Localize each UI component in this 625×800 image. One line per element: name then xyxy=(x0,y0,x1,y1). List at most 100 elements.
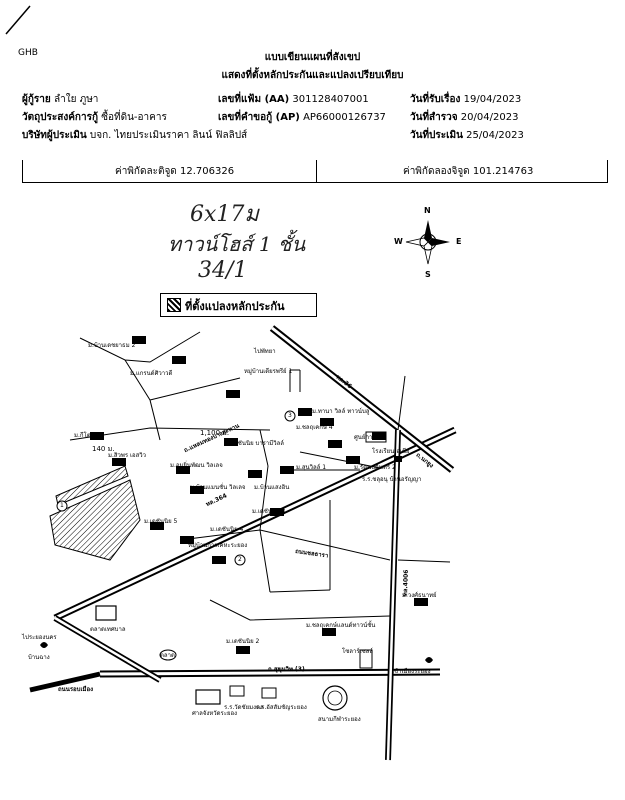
map-label-23: ไประยองนคร xyxy=(22,634,57,641)
distance-label-140: 140 ม. xyxy=(92,445,115,453)
map-label-13: ม.บ้านแมนชั่น วิลเลจ xyxy=(190,484,246,491)
tesco-icon xyxy=(159,649,177,661)
purpose-value: ซื้อที่ดิน-อาคาร xyxy=(101,112,167,123)
map-label-11: ม.สิวพร เอสวิว xyxy=(108,452,147,459)
map-label-1: ม.แกรนด์ศิวาวดี xyxy=(130,370,173,377)
applicant-label: ผู้กู้ราย xyxy=(22,94,51,105)
map-label-8: ม.รัตนบดินทร์ 2 xyxy=(354,464,396,471)
applicant-value: ลำใย ภูษา xyxy=(53,94,99,105)
map-label-26: โซลาร์เซลล์ xyxy=(342,648,374,655)
map-label-9: ร.ร.ชลุอนุ บ้านอรัญญา xyxy=(362,476,422,483)
collateral-strip xyxy=(55,465,129,506)
court-icon xyxy=(195,689,221,705)
request-no-value: AP66000126737 xyxy=(303,112,386,123)
coordinate-box: ค่าพิกัดละติจูด 12.706326 ค่าพิกัดลองจิจ… xyxy=(22,160,608,183)
legend-hatch-icon xyxy=(167,298,181,312)
purpose-label: วัตถุประสงค์การกู้ xyxy=(22,112,99,123)
marker-1-label: 1 xyxy=(60,502,64,509)
map-label-28: ศาลจังหวัดระยอง xyxy=(192,710,238,717)
purpose-row: วัตถุประสงค์การกู้ ซื้อที่ดิน-อาคาร xyxy=(22,110,167,125)
temple-school-icon xyxy=(261,687,277,699)
village-icon xyxy=(394,456,402,462)
file-no-label: เลขที่แฟ้ม (AA) xyxy=(218,94,290,105)
road-4006 xyxy=(385,429,401,761)
map-label-18: ม.เดชันนิย 4 xyxy=(210,526,244,533)
map-label-21: ม.ชลฤเคกษ์แลนด์ทาวน์ชั้น xyxy=(306,622,376,629)
coordinate-divider xyxy=(316,160,317,182)
handwritten-size: 6x17ม xyxy=(190,202,259,227)
municipal-market-icon xyxy=(95,605,117,621)
village-icon xyxy=(112,458,126,466)
handwritten-number: 34/1 xyxy=(198,258,248,283)
map-label-6: โรงเรียนเอเชีย xyxy=(372,448,410,455)
map-label-16: ม.เดชันนิย 3 xyxy=(252,508,286,515)
appraisal-value: 25/04/2023 xyxy=(466,130,524,141)
road-main-diagonal xyxy=(53,426,457,622)
request-no-row: เลขที่คำขอกู้ (AP) AP66000126737 xyxy=(218,110,386,125)
org-code: GHB xyxy=(18,48,38,58)
legend-label: ที่ตั้งแปลงหลักประกัน xyxy=(185,300,285,313)
longitude-label: ค่าพิกัดลองจิจูด xyxy=(403,166,470,177)
village-icon xyxy=(90,432,104,440)
map-label-3: ไปพัทยา xyxy=(254,348,276,355)
compass-icon xyxy=(405,220,450,265)
minor-roads xyxy=(69,331,451,621)
corner-mark xyxy=(5,5,31,35)
road-southwest xyxy=(29,615,162,693)
map-label-24: บ้านฉาง xyxy=(28,654,50,661)
road-tl36 xyxy=(269,325,455,473)
map-label-27: เข้าเมืองระยอง xyxy=(392,668,431,675)
village-icon xyxy=(212,556,226,564)
compass-s: S xyxy=(425,270,431,279)
request-no-label: เลขที่คำขอกู้ (AP) xyxy=(218,112,300,123)
village-icon xyxy=(270,508,284,516)
appraisal-label: วันที่ประเมิน xyxy=(410,130,463,141)
compass-rose: N S W E xyxy=(394,206,462,279)
village-icon xyxy=(236,646,250,654)
road-label-ringroad: ถนนรอบเมือง xyxy=(58,686,94,693)
village-icon xyxy=(280,466,294,474)
stadium-icon xyxy=(322,685,348,711)
map-label-0: ม.บ้านเดชยาธม 2 xyxy=(88,342,136,349)
appraiser-label: บริษัทผู้ประเมิน xyxy=(22,130,87,141)
compass-e: E xyxy=(456,237,462,246)
collateral-plot-area xyxy=(49,479,141,561)
map-label-31: สนามกีฬาระยอง xyxy=(318,716,361,723)
compass-w: W xyxy=(394,237,403,246)
map-label-25: ม.เดชันนิย 2 xyxy=(226,638,260,645)
legend: ที่ตั้งแปลงหลักประกัน xyxy=(160,293,317,317)
doc-title: แบบเขียนแผนที่สังเขป xyxy=(264,52,361,63)
village-icon xyxy=(224,438,238,446)
handwritten-type: ทาวน์โฮส์ 1 ชั้น xyxy=(168,232,306,256)
received-value: 19/04/2023 xyxy=(463,94,522,105)
distance-label-1100: 1,100 ม. xyxy=(200,429,230,437)
map-label-33: ศูนย์การค้า xyxy=(354,434,384,441)
map-label-5: ม.ชลฤเคกษ์ 4 xyxy=(296,424,333,431)
longitude-cell: ค่าพิกัดลองจิจูด 101.214763 xyxy=(403,164,533,179)
survey-value: 20/04/2023 xyxy=(460,112,519,123)
map-label-19: หมู่บ้านการเคหะระยอง xyxy=(188,542,248,549)
village-icon xyxy=(180,536,194,544)
map-label-17: ม.เดชันนิย 5 xyxy=(144,518,178,525)
marker-1 xyxy=(56,500,68,512)
map-label-7: ม.สุนวิลล์ 1 xyxy=(296,464,327,471)
latitude-cell: ค่าพิกัดละติจูด 12.706326 xyxy=(115,164,234,179)
map-label-2: หมู่บ้านเดียรพรีย์ 1 xyxy=(244,368,293,375)
map-label-30: ร.ร.อัสสัมชัญระยอง xyxy=(256,704,307,711)
map-label-20: ม.วงศ์ธนาทย์ xyxy=(402,592,437,599)
gas-station-icon xyxy=(40,642,48,648)
road-label-sukhumvit: ถ.สุขุมวิท (3) xyxy=(268,666,305,673)
village-icon xyxy=(328,440,342,448)
map-label-10: ม.กีโต xyxy=(74,432,91,439)
village-icon xyxy=(372,432,386,440)
village-icon xyxy=(176,466,190,474)
marker-2 xyxy=(234,554,246,566)
map-label-4: ม.ทานา วิลล์ ทาวน์บลู xyxy=(312,408,370,415)
village-icon xyxy=(172,356,186,364)
village-icon xyxy=(226,390,240,398)
village-icon xyxy=(132,336,146,344)
road-label-4006: ทล.4006 xyxy=(401,569,410,597)
village-icon xyxy=(346,456,360,464)
village-icon xyxy=(150,522,164,530)
latitude-label: ค่าพิกัดละติจูด xyxy=(115,166,177,177)
